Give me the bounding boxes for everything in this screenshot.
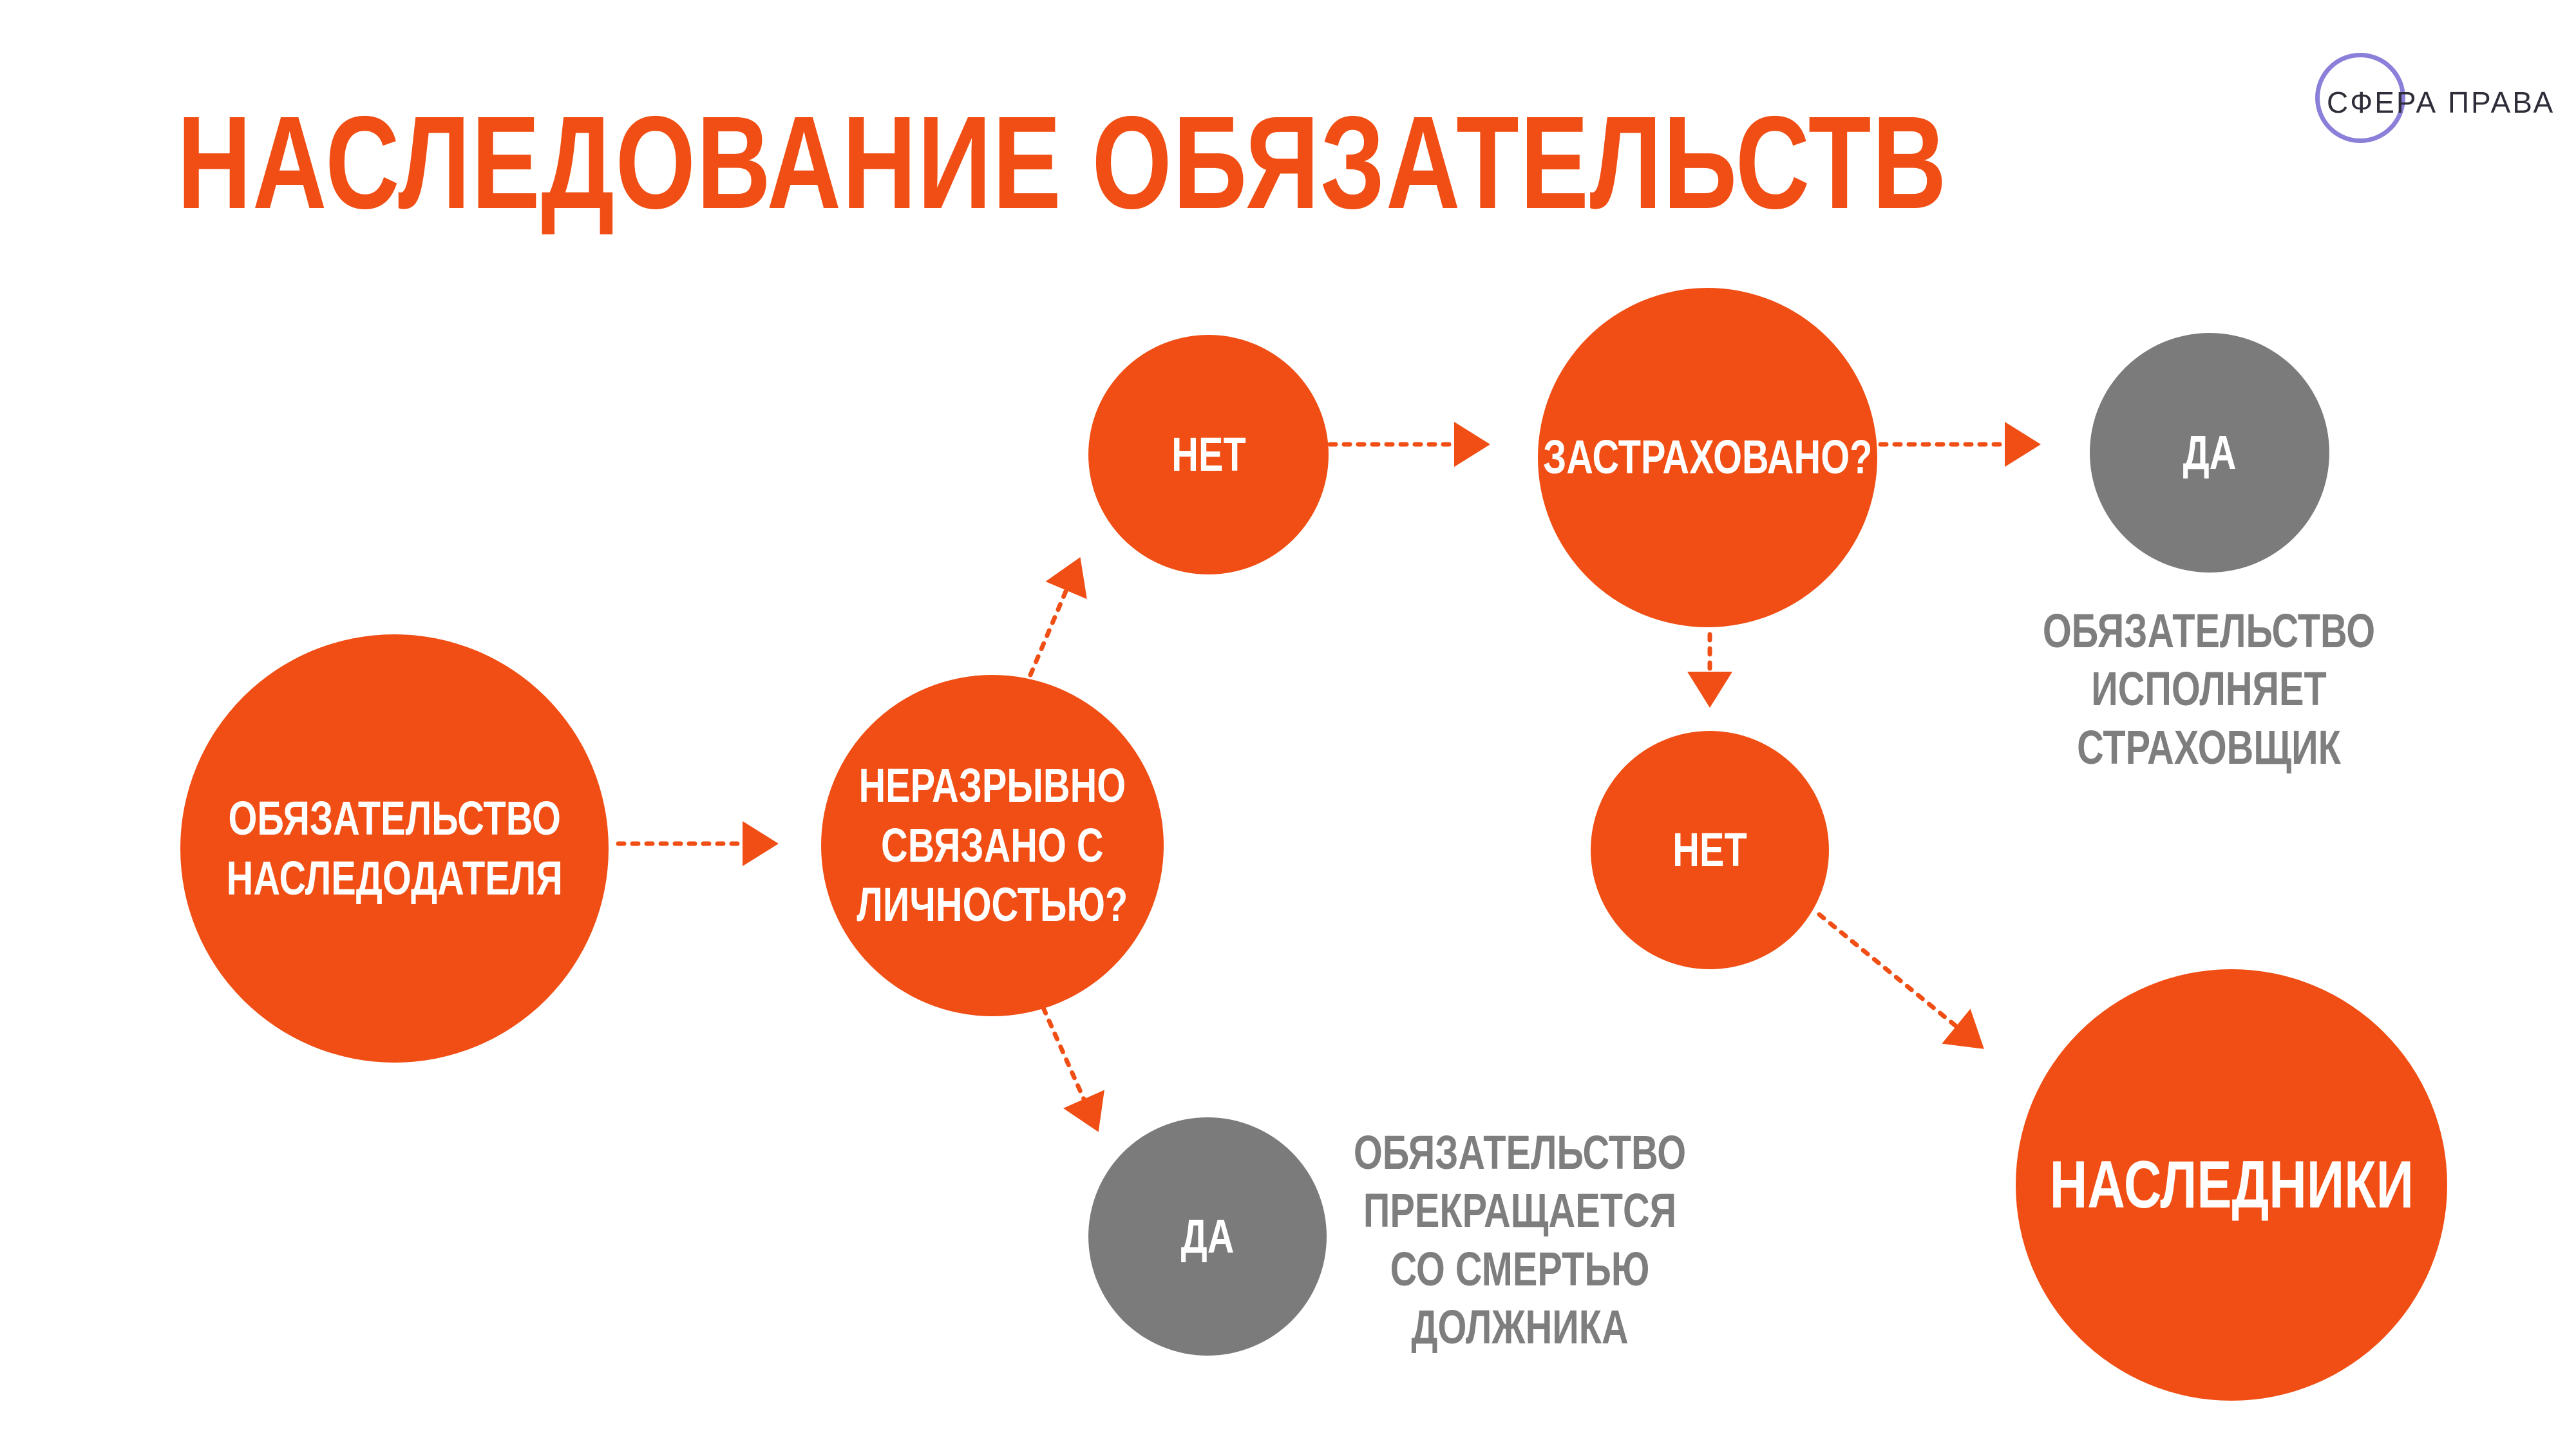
logo-ring-icon xyxy=(2315,53,2405,143)
note-insurer: ОБЯЗАТЕЛЬСТВО ИСПОЛНЯЕТ СТРАХОВЩИК xyxy=(2042,604,2376,774)
node-question1: НЕРАЗРЫВНО СВЯЗАНО С ЛИЧНОСТЬЮ? xyxy=(821,675,1164,1016)
node-question1-label: НЕРАЗРЫВНО СВЯЗАНО С ЛИЧНОСТЬЮ? xyxy=(857,759,1128,932)
node-yes2: ДА xyxy=(2090,333,2329,573)
node-no1-label: НЕТ xyxy=(1171,427,1246,481)
page-title: НАСЛЕДОВАНИЕ ОБЯЗАТЕЛЬСТВ xyxy=(177,89,1948,236)
note-terminated: ОБЯЗАТЕЛЬСТВО ПРЕКРАЩАЕТСЯ СО СМЕРТЬЮ ДО… xyxy=(1353,1126,1687,1354)
node-yes2-label: ДА xyxy=(2183,425,2237,479)
node-heirs: НАСЛЕДНИКИ xyxy=(2016,969,2447,1401)
arrow-no2-to-heirs xyxy=(1817,912,1984,1049)
node-start-label: ОБЯЗАТЕЛЬСТВО НАСЛЕДОДАТЕЛЯ xyxy=(226,791,563,905)
node-no2: НЕТ xyxy=(1591,731,1829,969)
node-no1: НЕТ xyxy=(1088,335,1329,574)
node-question2-label: ЗАСТРАХОВАНО? xyxy=(1542,430,1873,484)
arrow-question1-to-yes1 xyxy=(1041,1005,1104,1132)
logo: СФЕРА ПРАВА xyxy=(2315,53,2553,149)
node-start: ОБЯЗАТЕЛЬСТВО НАСЛЕДОДАТЕЛЯ xyxy=(180,634,609,1063)
logo-text: СФЕРА ПРАВА xyxy=(2327,86,2555,119)
node-heirs-label: НАСЛЕДНИКИ xyxy=(2049,1148,2414,1222)
node-question2: ЗАСТРАХОВАНО? xyxy=(1538,288,1877,627)
arrow-question1-to-no1 xyxy=(1028,557,1087,677)
node-yes1: ДА xyxy=(1088,1117,1327,1356)
node-yes1-label: ДА xyxy=(1180,1209,1235,1263)
node-no2-label: НЕТ xyxy=(1672,822,1747,876)
